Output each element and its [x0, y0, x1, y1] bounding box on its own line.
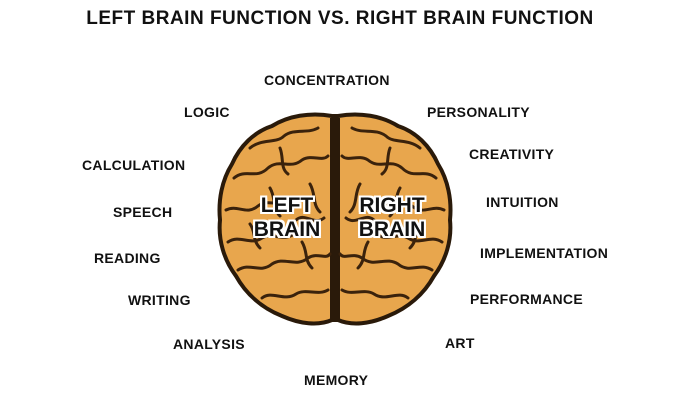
right-brain-label: RIGHT BRAIN	[342, 194, 442, 242]
left-brain-label-line1: LEFT	[260, 194, 314, 217]
label-writing: WRITING	[128, 292, 191, 308]
label-intuition: INTUITION	[486, 194, 559, 210]
label-reading: READING	[94, 250, 161, 266]
label-analysis: ANALYSIS	[173, 336, 245, 352]
left-brain-label: LEFT BRAIN	[242, 194, 332, 242]
label-personality: PERSONALITY	[427, 104, 530, 120]
label-speech: SPEECH	[113, 204, 173, 220]
label-memory: MEMORY	[304, 372, 369, 388]
label-performance: PERFORMANCE	[470, 291, 583, 307]
brain-icon	[217, 112, 453, 326]
diagram-title: LEFT BRAIN FUNCTION VS. RIGHT BRAIN FUNC…	[86, 8, 594, 29]
label-concentration: CONCENTRATION	[264, 72, 390, 88]
brain-illustration: LEFT BRAIN RIGHT BRAIN	[210, 108, 460, 330]
label-calculation: CALCULATION	[82, 157, 186, 173]
left-brain-label-line2: BRAIN	[253, 218, 321, 241]
label-creativity: CREATIVITY	[469, 146, 555, 162]
label-logic: LOGIC	[184, 104, 230, 120]
label-implementation: IMPLEMENTATION	[480, 245, 609, 261]
right-brain-label-line1: RIGHT	[359, 194, 425, 217]
label-art: ART	[445, 335, 475, 351]
right-brain-label-line2: BRAIN	[358, 218, 426, 241]
left-hemisphere	[217, 112, 334, 326]
right-hemisphere	[336, 112, 453, 326]
